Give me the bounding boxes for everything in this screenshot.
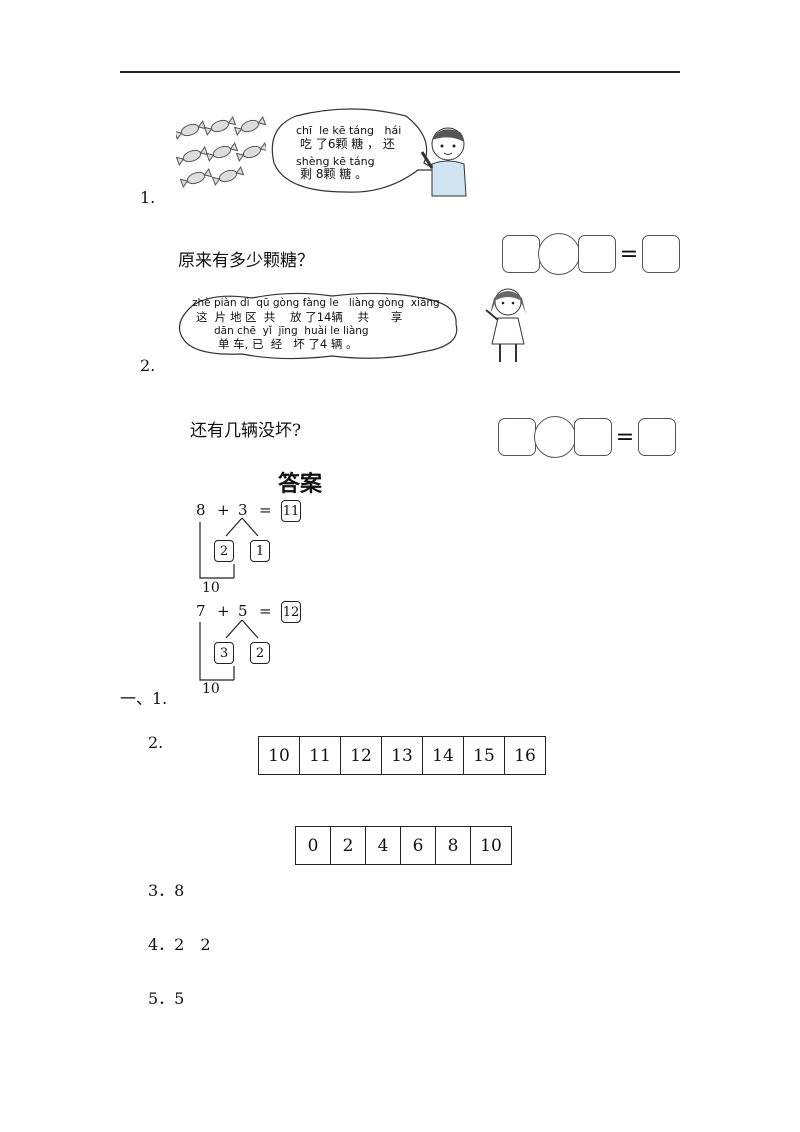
- result-box[interactable]: [638, 418, 676, 456]
- sequence-cell: 14: [422, 736, 464, 775]
- operator-circle[interactable]: [538, 233, 580, 275]
- q2-question: 还有几辆没坏?: [190, 421, 302, 441]
- addend-a: 7: [196, 602, 206, 620]
- speech-bubble: [271, 108, 436, 193]
- equals-sign: =: [615, 424, 635, 450]
- result-box: 12: [281, 601, 301, 623]
- answer-item-4: 4．2 2: [148, 935, 211, 954]
- boy-illustration: [420, 127, 467, 197]
- q2-text-1: 这 片 地 区 共 放 了14辆 共 享: [196, 310, 403, 324]
- ten-label: 10: [202, 681, 220, 697]
- answer-item-3: 3．8: [148, 881, 185, 900]
- plus-sign: +: [217, 602, 230, 620]
- q2-number: 2.: [140, 356, 156, 375]
- q1-text-2: 剩 8颗 糖 。: [300, 167, 368, 181]
- q2-equation-boxes: =: [498, 416, 676, 458]
- result-box[interactable]: [642, 235, 680, 273]
- split-lines: [199, 517, 259, 579]
- header-rule: [120, 71, 680, 73]
- q2-pinyin-2: dān chē yǐ jīng huài le liàng: [214, 325, 369, 337]
- operator-circle[interactable]: [534, 416, 576, 458]
- sequence-cell: 15: [463, 736, 505, 775]
- split-right-box: 2: [250, 642, 270, 664]
- cloud-bubble: [178, 292, 458, 360]
- sequence-cell: 11: [299, 736, 341, 775]
- equals-sign: =: [259, 501, 272, 519]
- section-label: 一、1.: [120, 689, 168, 708]
- plus-sign: +: [217, 501, 230, 519]
- answers-title: 答案: [278, 472, 323, 497]
- addend-a: 8: [196, 501, 206, 519]
- ten-label: 10: [202, 580, 220, 596]
- sequence-cell: 10: [258, 736, 300, 775]
- sequence-cell: 13: [381, 736, 423, 775]
- q1-text-1: 吃 了6颗 糖 ， 还: [300, 137, 395, 151]
- split-right-box: 1: [250, 540, 270, 562]
- equals-sign: =: [259, 602, 272, 620]
- q2-pinyin-1: zhè piàn dì qū gòng fàng le liàng gòng x…: [192, 297, 440, 309]
- q1-number: 1.: [140, 188, 156, 207]
- sequence-cell: 16: [504, 736, 546, 775]
- q1-question: 原来有多少颗糖？: [178, 251, 314, 271]
- q1-pinyin-2: shèng kē táng: [296, 155, 375, 168]
- answer-box[interactable]: [578, 235, 616, 273]
- answer-box[interactable]: [502, 235, 540, 273]
- number-sequence-1: 10 11 12 13 14 15 16: [258, 736, 546, 775]
- sequence-cell: 0: [295, 826, 331, 865]
- sequence-cell: 6: [400, 826, 436, 865]
- q2-text-2: 单 车, 已 经 坏 了4 辆 。: [218, 337, 358, 351]
- answer-item-5: 5．5: [148, 989, 185, 1008]
- split-left-box: 2: [214, 540, 234, 562]
- sequence-cell: 10: [470, 826, 512, 865]
- split-left-box: 3: [214, 642, 234, 664]
- sequence-cell: 2: [330, 826, 366, 865]
- q1-equation-boxes: =: [502, 233, 680, 275]
- answer-box[interactable]: [574, 418, 612, 456]
- equals-sign: =: [619, 241, 639, 267]
- result-box: 11: [281, 500, 301, 522]
- candy-illustration: [176, 116, 266, 188]
- addend-b: 3: [238, 501, 248, 519]
- girl-illustration: [485, 288, 526, 362]
- answer-box[interactable]: [498, 418, 536, 456]
- sequence-cell: 4: [365, 826, 401, 865]
- item-2-label: 2.: [148, 733, 164, 752]
- number-sequence-2: 0 2 4 6 8 10: [295, 826, 512, 865]
- q1-pinyin-1: chī le kē táng hái: [296, 124, 402, 137]
- split-lines: [199, 619, 259, 681]
- sequence-cell: 12: [340, 736, 382, 775]
- addend-b: 5: [238, 602, 248, 620]
- sequence-cell: 8: [435, 826, 471, 865]
